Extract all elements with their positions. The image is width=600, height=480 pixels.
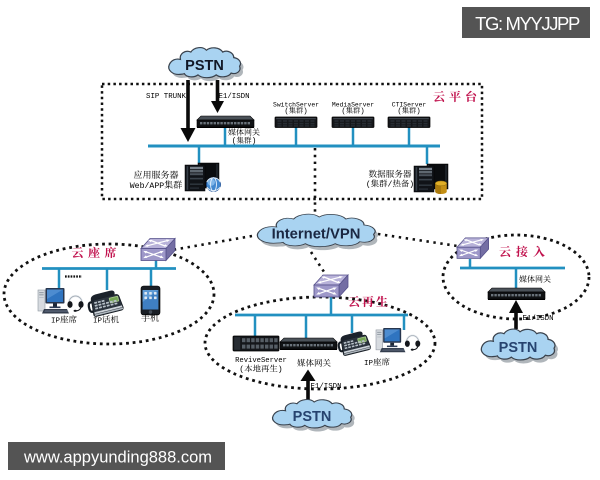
svg-text:(: ( [366,180,371,190]
svg-text:E1/ISDN: E1/ISDN [218,93,249,101]
svg-text:ReviveServer: ReviveServer [235,357,287,365]
svg-text:): ) [303,108,307,116]
svg-text:PSTN: PSTN [293,409,332,425]
svg-text:TG: MYYJJPP: TG: MYYJJPP [475,13,580,34]
svg-text:SwitchServer: SwitchServer [273,102,319,109]
svg-text:E1/ISDN: E1/ISDN [522,315,553,323]
svg-text:SIP TRUNK: SIP TRUNK [146,93,186,101]
svg-text:): ) [278,365,283,375]
svg-text:(: ( [239,365,244,375]
svg-text:E1/ISDN: E1/ISDN [310,383,341,391]
svg-text:Web/APP: Web/APP [130,181,164,191]
svg-text:PSTN: PSTN [499,340,538,356]
svg-text:IP: IP [51,318,61,326]
svg-text:(: ( [397,108,401,116]
svg-text:PSTN: PSTN [185,58,224,74]
svg-text:): ) [409,180,414,190]
svg-text:/: / [388,180,393,190]
svg-text:(: ( [232,137,237,146]
svg-text:): ) [360,108,364,116]
svg-text:Internet/VPN: Internet/VPN [272,226,361,242]
svg-text:MediaServer: MediaServer [332,102,374,109]
svg-text:): ) [252,137,257,146]
svg-text:www.appyunding888.com: www.appyunding888.com [23,449,212,467]
svg-text:): ) [416,108,420,116]
svg-text:(: ( [284,108,288,116]
svg-text:IP: IP [364,360,374,368]
svg-text:(: ( [341,108,345,116]
svg-text:CTIServer: CTIServer [392,102,427,109]
svg-text:IP: IP [93,318,103,326]
